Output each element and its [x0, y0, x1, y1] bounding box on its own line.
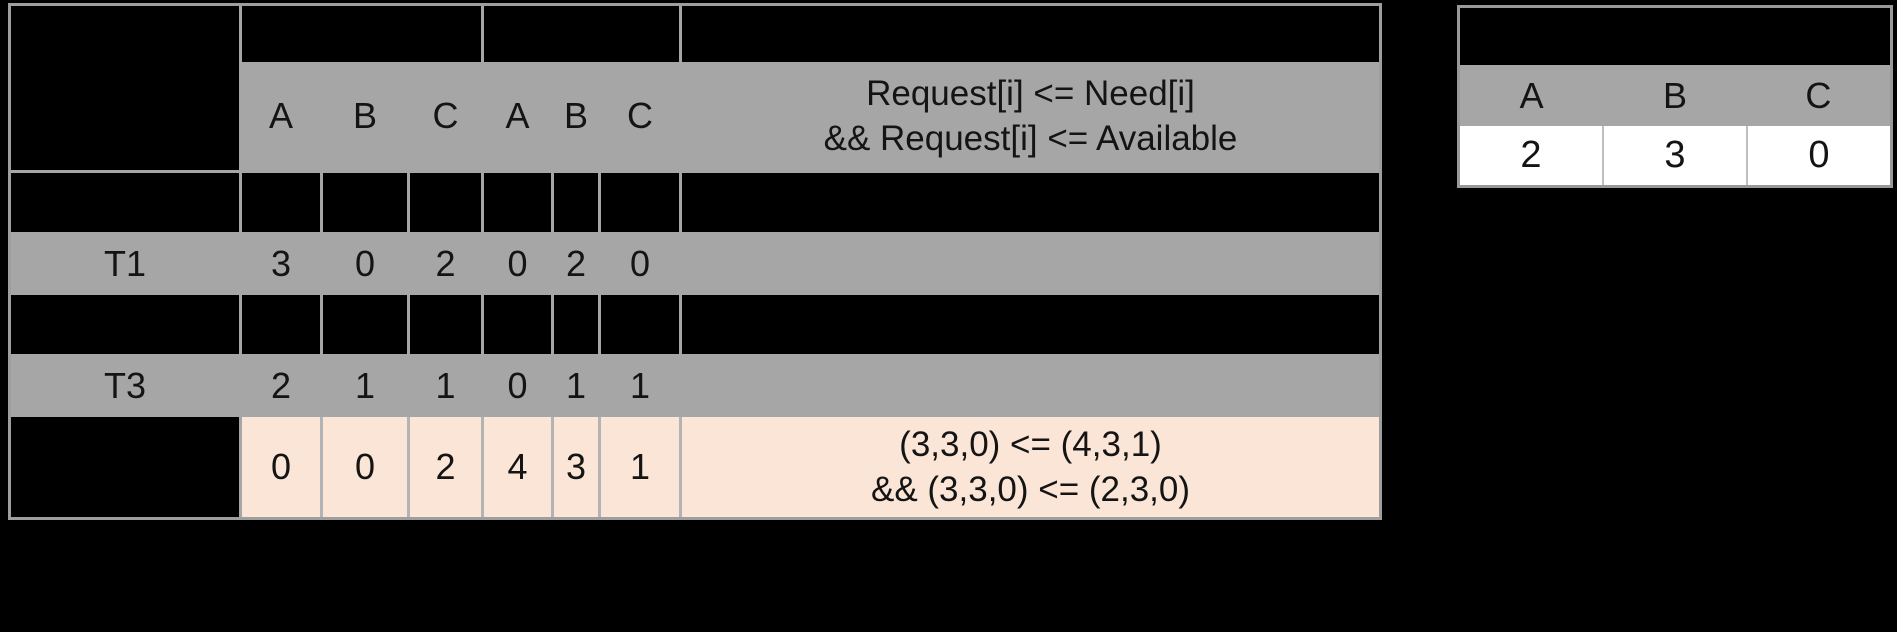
value-cell: 4: [484, 417, 554, 517]
column-header-letter: B: [554, 62, 601, 170]
value-cell: 0: [242, 417, 323, 517]
header-group-row: [242, 6, 1379, 62]
thread-label-hidden: [11, 417, 242, 517]
column-header-letter: C: [601, 62, 682, 170]
value-cell: 3: [554, 417, 601, 517]
table-row-t3: T3 2 1 1 0 1 1: [11, 357, 1379, 417]
value-cell: 0: [601, 235, 682, 292]
value-cell: 0: [484, 235, 554, 292]
condition-line: && Request[i] <= Available: [823, 119, 1238, 158]
available-table-title-cell: [1460, 8, 1890, 65]
available-values-row: 2 3 0: [1460, 126, 1890, 185]
column-header-letter: A: [1519, 74, 1544, 116]
value-cell: 3: [242, 235, 323, 292]
column-header-letter: B: [1662, 74, 1687, 116]
value-cell: 1: [601, 357, 682, 414]
value-cell: 1: [601, 417, 682, 517]
condition-line: && (3,3,0) <= (2,3,0): [870, 470, 1191, 509]
available-value: 2: [1460, 126, 1604, 185]
condition-line: Request[i] <= Need[i]: [866, 73, 1195, 113]
available-table: A B C 2 3 0: [1457, 5, 1893, 188]
value-cell: 1: [554, 357, 601, 414]
table-row-t1: T1 3 0 2 0 2 0: [11, 235, 1379, 295]
value-cell: 0: [323, 417, 410, 517]
value-cell: 0: [323, 235, 410, 292]
column-header-letter: B: [323, 62, 410, 170]
table-row-hidden: [11, 295, 1379, 357]
value-cell: 0: [484, 357, 554, 414]
header-group-condition: [682, 6, 1379, 62]
value-cell: 1: [410, 357, 484, 414]
request-check-table: A B C A B C Request[i] <= Need[i] && Req…: [8, 3, 1382, 520]
condition-evaluation: (3,3,0) <= (4,3,1) && (3,3,0) <= (2,3,0): [682, 417, 1379, 517]
value-cell: 2: [554, 235, 601, 292]
table-row-request-highlight: 0 0 2 4 3 1 (3,3,0) <= (4,3,1) && (3,3,0…: [11, 417, 1379, 517]
condition-line: (3,3,0) <= (4,3,1): [899, 424, 1162, 464]
available-header-row: A B C: [1460, 65, 1890, 126]
column-header-letter: C: [1805, 74, 1832, 116]
value-cell: 2: [410, 417, 484, 517]
request-condition-header: Request[i] <= Need[i] && Request[i] <= A…: [682, 62, 1379, 170]
header-letters-row: A B C A B C Request[i] <= Need[i] && Req…: [242, 62, 1379, 170]
header-group-allocation: [242, 6, 484, 62]
available-value: 3: [1604, 126, 1748, 185]
value-cell: 2: [410, 235, 484, 292]
header-corner-cell: [11, 6, 242, 170]
table-row-hidden: [11, 173, 1379, 235]
table-header: A B C A B C Request[i] <= Need[i] && Req…: [11, 6, 1379, 173]
value-cell: 2: [242, 357, 323, 414]
column-header-letter: A: [484, 62, 554, 170]
header-group-need: [484, 6, 682, 62]
thread-label: T1: [11, 235, 242, 292]
value-cell: 1: [323, 357, 410, 414]
column-header-letter: A: [242, 62, 323, 170]
available-value: 0: [1808, 134, 1830, 176]
thread-label: T3: [11, 357, 242, 414]
column-header-letter: C: [410, 62, 484, 170]
